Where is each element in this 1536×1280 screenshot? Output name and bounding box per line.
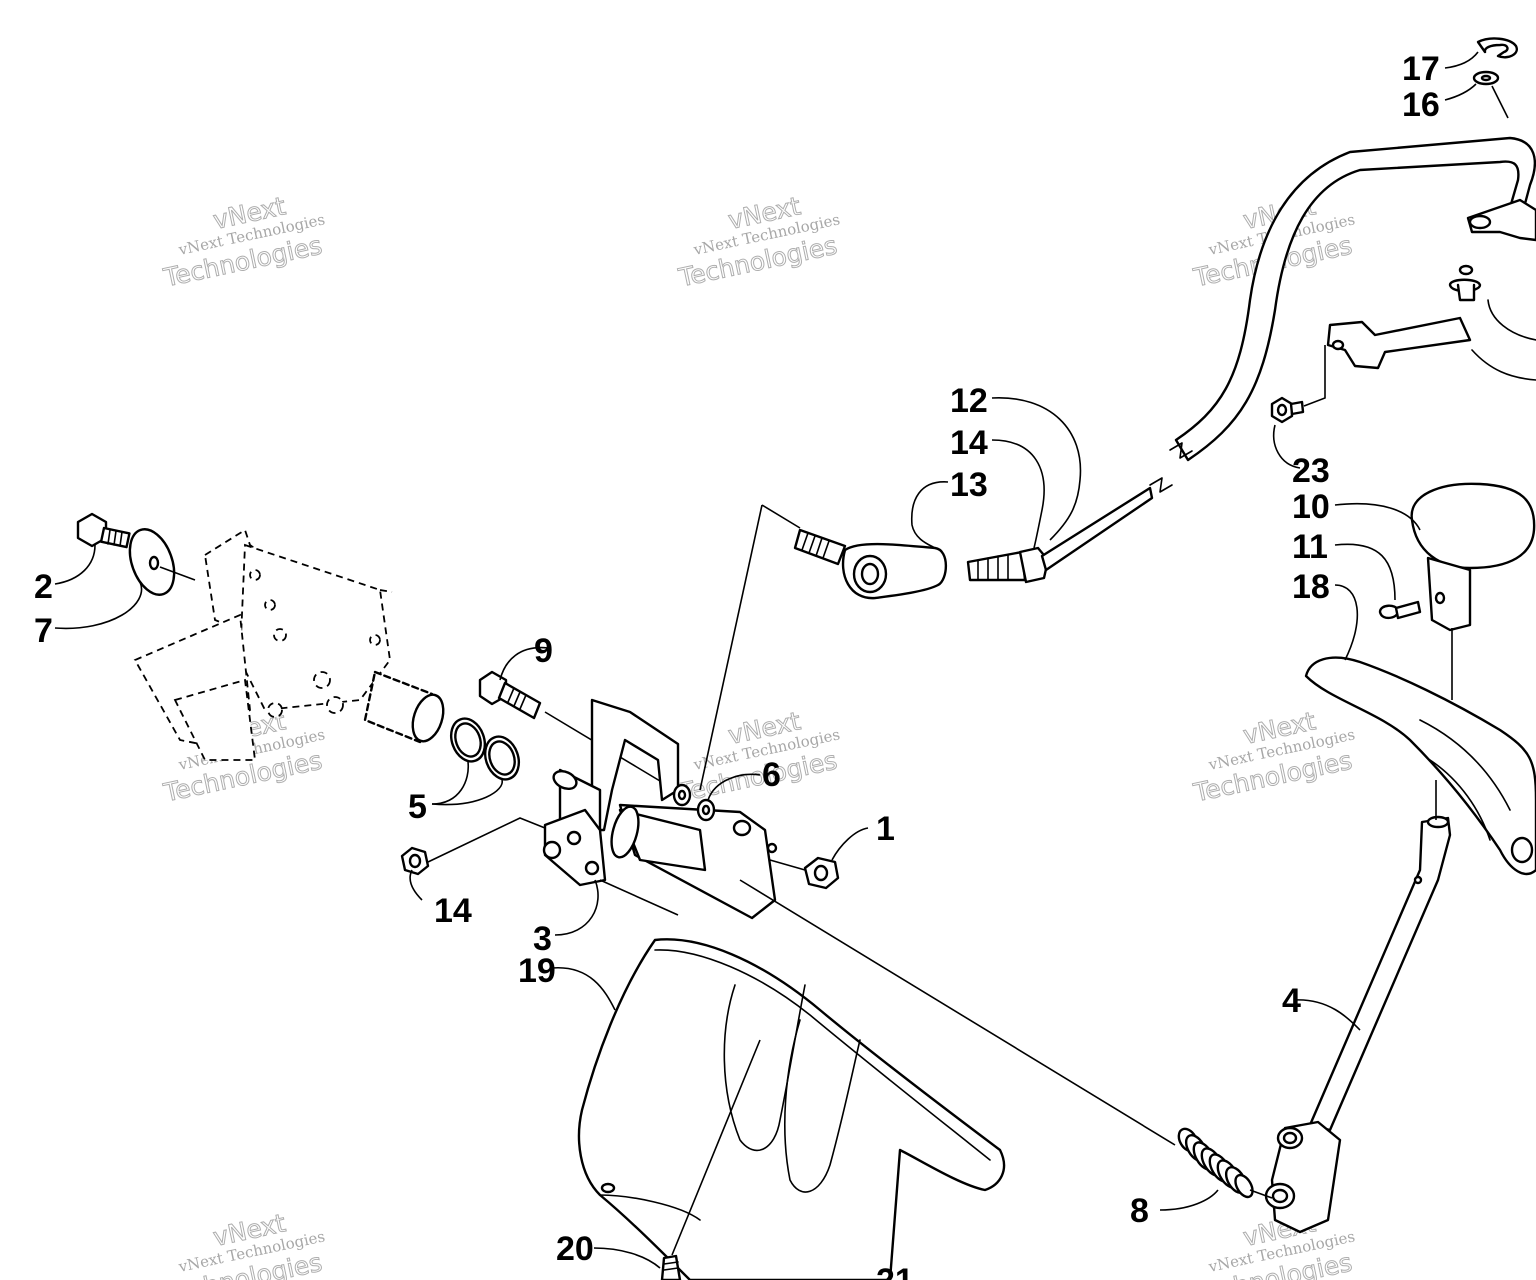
bolt-part-9 bbox=[478, 670, 676, 791]
callout-9: 9 bbox=[534, 632, 553, 670]
callout-17: 17 bbox=[1402, 50, 1440, 88]
watermark-tile: vNext vNext Technologies Technologies bbox=[1190, 706, 1357, 808]
callout-11: 11 bbox=[1292, 528, 1328, 566]
washers-part-6 bbox=[672, 783, 716, 822]
frame-pivot-tube bbox=[363, 670, 445, 744]
callout-19: 19 bbox=[518, 952, 556, 990]
pedal-pad-part-10 bbox=[1410, 482, 1536, 632]
callout-1: 1 bbox=[876, 810, 895, 848]
callout-labels: 1 2 7 5 9 6 14 3 19 20 21 8 4 12 14 13 2… bbox=[34, 50, 1440, 1280]
rod-end-part-13 bbox=[699, 504, 948, 791]
upper-lever-bracket bbox=[1326, 198, 1536, 381]
spring-part-8 bbox=[739, 879, 1273, 1199]
callout-4: 4 bbox=[1282, 982, 1301, 1020]
callout-3: 3 bbox=[533, 920, 552, 958]
o-rings-part-5 bbox=[449, 717, 521, 781]
screw-part-11 bbox=[1378, 600, 1422, 620]
callout-5: 5 bbox=[408, 788, 427, 826]
callout-10: 10 bbox=[1292, 488, 1330, 526]
pedal-lever-part-4 bbox=[1264, 780, 1452, 1234]
pedal-arm-part-18 bbox=[1304, 628, 1536, 876]
watermark-tile: vNext vNext Technologies Technologies bbox=[1190, 1208, 1357, 1280]
cover-part-19 bbox=[577, 938, 1006, 1280]
callout-23: 23 bbox=[1292, 452, 1330, 490]
bolt-part-2 bbox=[76, 512, 131, 549]
watermark-tile: vNext vNext Technologies Technologies bbox=[160, 191, 327, 293]
screw-part-23 bbox=[1270, 345, 1326, 424]
callout-14-top: 14 bbox=[950, 424, 988, 462]
callout-2: 2 bbox=[34, 568, 53, 606]
nut-part-1 bbox=[769, 856, 840, 890]
screw-part-20 bbox=[660, 1039, 761, 1280]
callout-14-left: 14 bbox=[434, 892, 472, 930]
callout-21: 21 bbox=[876, 1262, 914, 1280]
clip-part-17 bbox=[1476, 37, 1518, 59]
callout-18: 18 bbox=[1292, 568, 1330, 606]
callout-7: 7 bbox=[34, 612, 53, 650]
watermark-tile: vNext vNext Technologies Technologies bbox=[675, 706, 842, 808]
nut-part-14-left bbox=[400, 817, 546, 876]
callout-12: 12 bbox=[950, 382, 988, 420]
washer-part-16 bbox=[1472, 70, 1509, 119]
frame-reference-dashed bbox=[133, 528, 393, 761]
callout-8: 8 bbox=[1130, 1192, 1149, 1230]
callout-13: 13 bbox=[950, 466, 988, 504]
watermark-tile: vNext vNext Technologies Technologies bbox=[675, 191, 842, 293]
leader-lines bbox=[54, 51, 1479, 1269]
pedal-bracket-part-3 bbox=[542, 698, 778, 920]
callout-16: 16 bbox=[1402, 86, 1440, 124]
watermark-tile: vNext vNext Technologies Technologies bbox=[160, 1208, 327, 1280]
callout-20: 20 bbox=[556, 1230, 594, 1268]
washer-part-7 bbox=[128, 528, 196, 596]
callout-6: 6 bbox=[762, 756, 781, 794]
